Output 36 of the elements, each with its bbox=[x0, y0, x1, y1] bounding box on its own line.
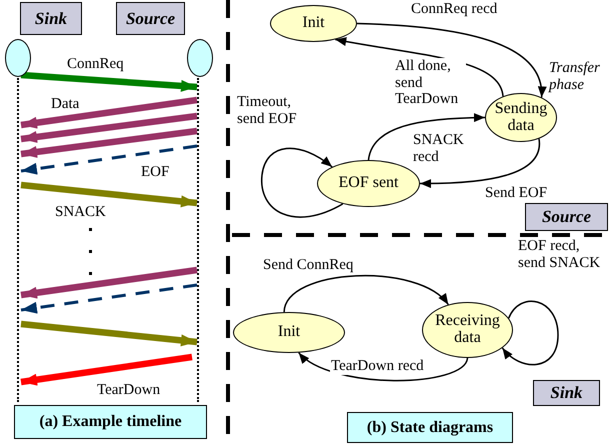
edge-label: ConnReq recd bbox=[410, 1, 498, 18]
panel-tag: Sink bbox=[533, 380, 600, 406]
arrow bbox=[283, 275, 449, 312]
panel-caption: (a) Example timeline bbox=[14, 405, 207, 439]
state-ellipse: Init bbox=[270, 5, 357, 42]
arrow bbox=[368, 113, 486, 160]
lifeline-head bbox=[187, 39, 213, 77]
arrow bbox=[335, 37, 504, 96]
arrow bbox=[20, 266, 198, 299]
state-ellipse: Init bbox=[233, 312, 345, 353]
panel-caption: (b) State diagrams bbox=[347, 412, 513, 443]
arrow bbox=[20, 128, 198, 158]
edge-label: Send ConnReq bbox=[262, 257, 354, 274]
state-ellipse: EOF sent bbox=[317, 160, 420, 207]
lifeline-header: Source bbox=[116, 2, 185, 35]
edge-label: TearDown recd bbox=[330, 358, 425, 374]
arrow bbox=[20, 182, 198, 208]
lifeline bbox=[17, 78, 21, 402]
arrow bbox=[20, 284, 198, 314]
lifeline bbox=[197, 78, 201, 402]
arrow bbox=[20, 320, 198, 346]
arrow bbox=[420, 138, 540, 188]
edge-label: ConnReq bbox=[66, 56, 125, 72]
arrow bbox=[298, 352, 468, 382]
arrow bbox=[261, 148, 344, 218]
arrow bbox=[20, 112, 198, 143]
arrow bbox=[20, 144, 198, 175]
state-ellipse: Receiving data bbox=[422, 302, 513, 358]
arrow bbox=[20, 354, 192, 386]
lifeline-header: Sink bbox=[20, 2, 82, 35]
arrow bbox=[356, 22, 546, 98]
state-ellipse: Sending data bbox=[485, 93, 557, 142]
arrow bbox=[502, 300, 559, 366]
arrow bbox=[20, 96, 198, 129]
panel-tag: Source bbox=[525, 203, 608, 231]
lifeline-head bbox=[5, 39, 31, 77]
